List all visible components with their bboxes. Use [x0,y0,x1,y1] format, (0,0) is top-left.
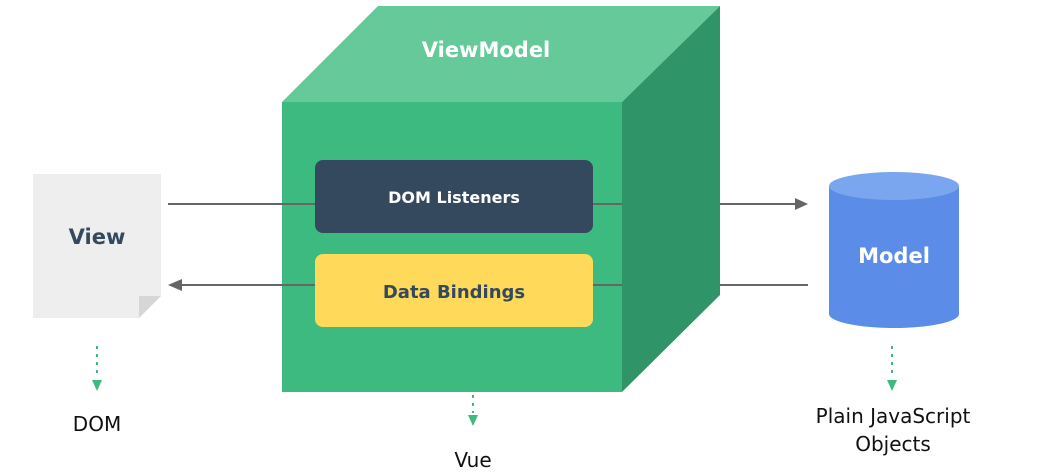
vue-caption: Vue [454,448,491,472]
dom-caption: DOM [73,412,121,436]
viewmodel-cube: ViewModel [282,6,720,392]
data-bindings-label: Data Bindings [383,282,525,303]
dom-listeners-label: DOM Listeners [388,188,520,207]
cube-top-face [282,6,720,102]
view-label: View [69,225,126,249]
cube-front-face [282,102,622,392]
dotted-arrow-vue [468,395,478,426]
dom-listeners-box: DOM Listeners [315,160,593,233]
model-cylinder-bottom [829,300,959,328]
model-cylinder-top [829,172,959,200]
model-caption-line1: Plain JavaScript [816,404,971,428]
dotted-arrow-view [92,346,102,391]
model-caption-line2: Objects [855,432,931,456]
viewmodel-title: ViewModel [422,38,551,62]
model-cylinder: Model [829,172,959,328]
dotted-arrow-model [887,346,897,391]
view-document: View [33,174,161,318]
data-bindings-box: Data Bindings [315,254,593,327]
view-document-fold [139,296,161,318]
model-label: Model [858,244,930,268]
cube-side-face [622,6,720,392]
